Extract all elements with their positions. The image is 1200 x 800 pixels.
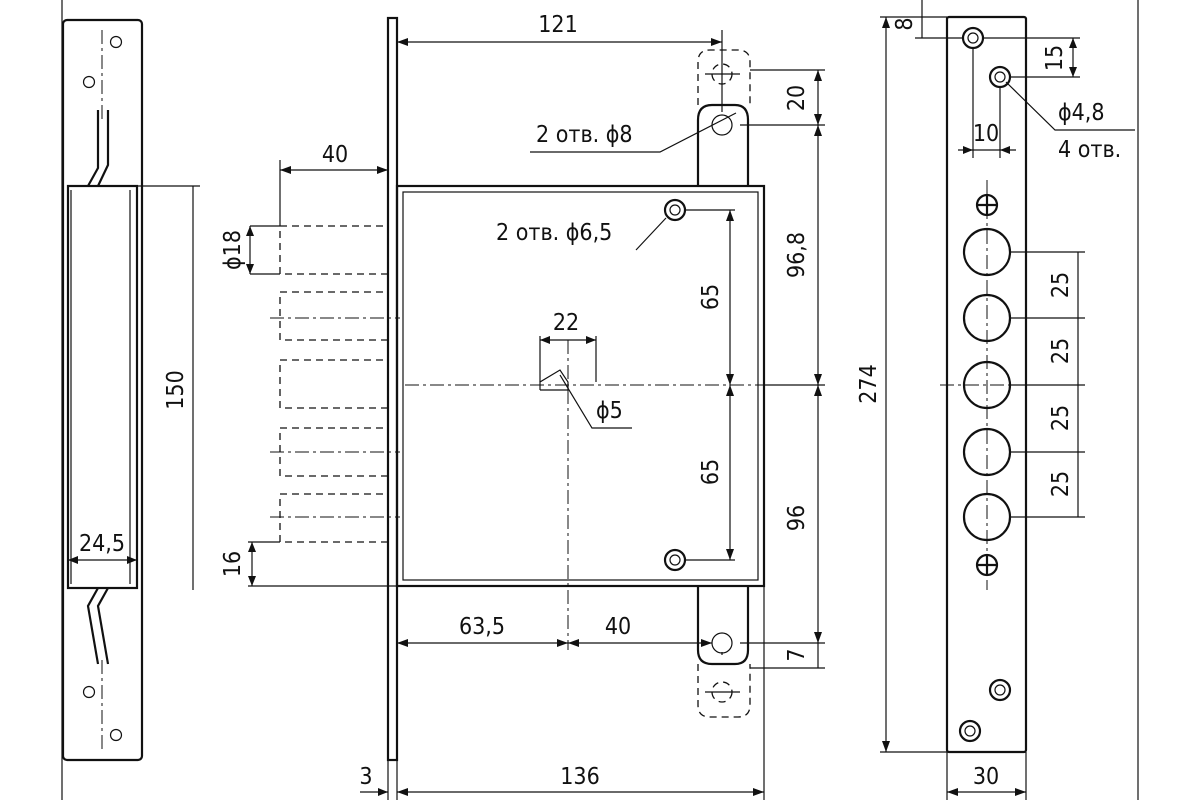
dim-3: 3 — [359, 764, 372, 790]
callout-holes-4: 4 отв. — [1058, 137, 1121, 163]
dim-10: 10 — [973, 121, 999, 147]
callout-holes-6-5: 2 отв. ϕ6,5 — [496, 220, 612, 246]
dim-121: 121 — [538, 12, 578, 38]
dim-20: 20 — [784, 85, 810, 111]
dim-22: 22 — [553, 310, 579, 336]
dim-25-2: 25 — [1048, 338, 1074, 364]
bolt-group — [279, 225, 389, 543]
dim-274: 274 — [856, 364, 882, 404]
dim-7: 7 — [784, 648, 810, 661]
dim-150: 150 — [163, 370, 189, 410]
callout-holes-8: 2 отв. ϕ8 — [536, 122, 633, 148]
dim-18: ϕ18 — [220, 230, 246, 270]
dim-65-top: 65 — [698, 284, 724, 310]
dim-96-8: 96,8 — [784, 232, 810, 278]
dim-65-bottom: 65 — [698, 459, 724, 485]
dim-30: 30 — [973, 764, 999, 790]
dim-40-bottom: 40 — [605, 614, 631, 640]
dim-15: 15 — [1042, 45, 1068, 71]
dim-25-4: 25 — [1048, 471, 1074, 497]
dim-96: 96 — [784, 505, 810, 531]
dim-63-5: 63,5 — [459, 614, 505, 640]
dim-25-1: 25 — [1048, 272, 1074, 298]
dim-24-5: 24,5 — [79, 531, 125, 557]
dim-25-3: 25 — [1048, 405, 1074, 431]
dim-136: 136 — [560, 764, 600, 790]
dim-8: 8 — [892, 17, 918, 30]
dim-16: 16 — [220, 551, 246, 577]
strike-plate-view: 150 24,5 — [61, 18, 200, 762]
lock-body-view: 121 40 ϕ18 16 22 ϕ5 — [220, 12, 825, 800]
dim-5: ϕ5 — [596, 398, 623, 424]
dim-40-top: 40 — [322, 142, 348, 168]
dim-4-8: ϕ4,8 — [1058, 100, 1105, 126]
faceplate-view: 25 25 25 25 274 8 15 10 ϕ4,8 4 отв. — [856, 0, 1135, 800]
